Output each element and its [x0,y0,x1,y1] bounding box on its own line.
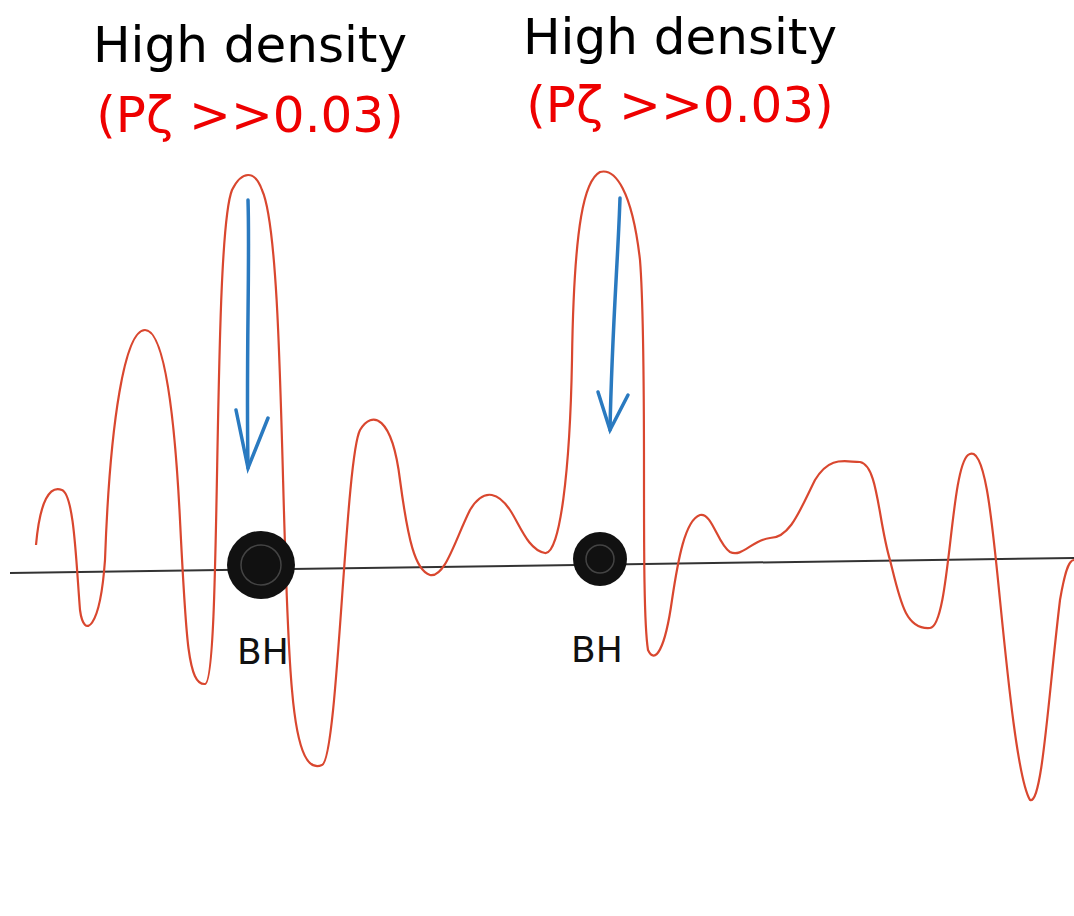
pressure-arrow [610,198,620,430]
parameter-text: (Pζ >>0.03) [526,78,833,133]
black-hole-scribble [241,545,281,585]
heading-text: High density [523,10,837,65]
parameter-text: (Pζ >>0.03) [96,88,403,143]
pressure-arrow [247,200,248,468]
baseline [10,558,1074,573]
black-hole-label: BH [237,632,289,672]
black-hole-label: BH [571,630,623,670]
arrow-head [236,410,268,468]
black-hole [573,532,627,586]
black-hole [227,531,295,599]
heading-text: High density [93,18,407,73]
density-curve [36,172,1074,801]
black-hole-scribble [586,545,614,573]
arrow-head [598,392,628,430]
